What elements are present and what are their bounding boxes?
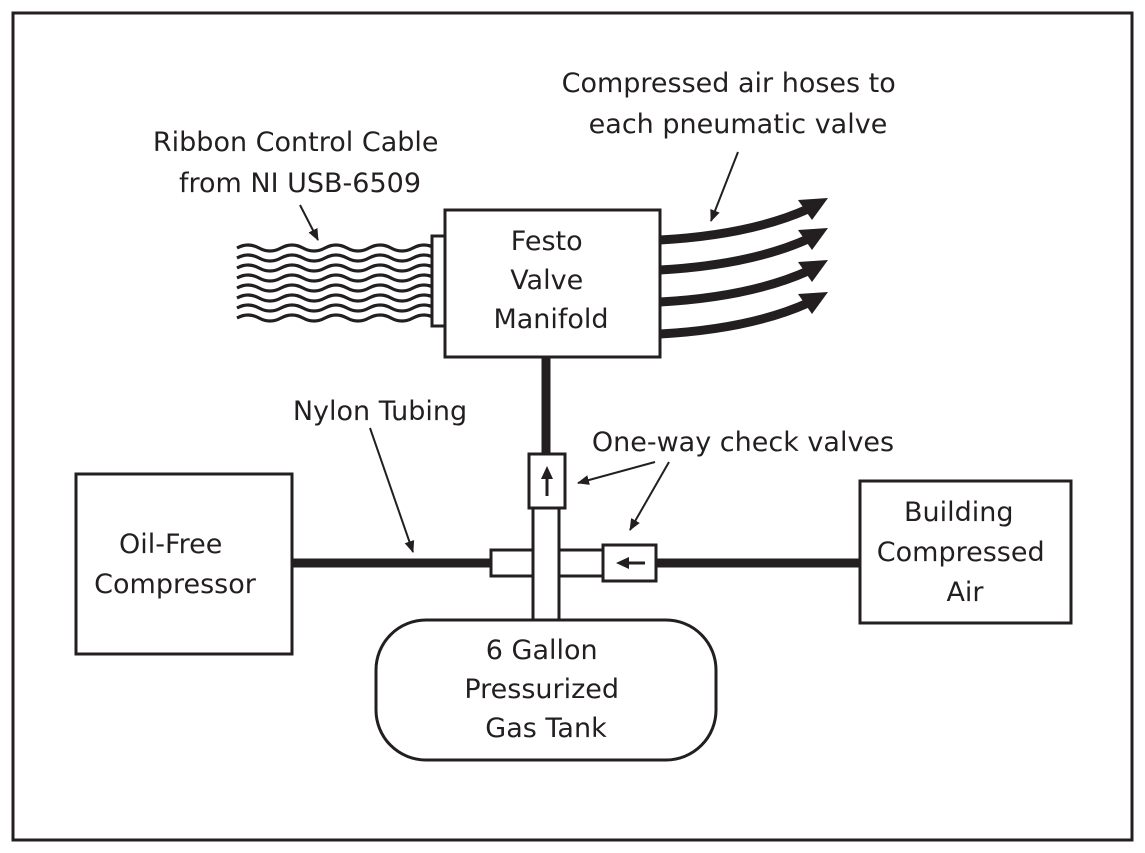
building-air-box [858, 479, 1073, 625]
check-valve-leader-upper [577, 461, 656, 485]
nylon-tubing-leader [369, 427, 415, 553]
check-valve-leader-lower [629, 461, 670, 531]
outer-frame [11, 11, 1134, 842]
manifold-label: Festo Valve Manifold [493, 226, 608, 335]
compressor-label: Oil-Free Compressor [94, 529, 257, 600]
building-air-label: Building Compressed Air [877, 497, 1053, 608]
air-hoses-label: Compressed air hoses to each pneumatic v… [562, 68, 905, 140]
gas-tank-box [374, 618, 718, 762]
air-hoses-leader [710, 151, 739, 222]
ribbon-cable-leader [299, 204, 319, 241]
arrow-up-icon [541, 466, 553, 496]
nylon-tubing-label: Nylon Tubing [293, 396, 467, 427]
check-valve-horizontal [601, 543, 658, 583]
ribbon-cable [236, 243, 436, 323]
valve-manifold-box [443, 208, 662, 359]
arrow-left-icon [616, 557, 645, 569]
ribbon-cable-label: Ribbon Control Cable from NI USB-6509 [153, 127, 447, 199]
check-valves-label: One-way check valves [592, 427, 894, 458]
cross-fitting [489, 506, 605, 622]
air-hoses [659, 198, 828, 339]
compressor-box [74, 472, 294, 656]
gas-tank-label: 6 Gallon Pressurized Gas Tank [464, 635, 627, 744]
check-valve-vertical [527, 452, 567, 510]
